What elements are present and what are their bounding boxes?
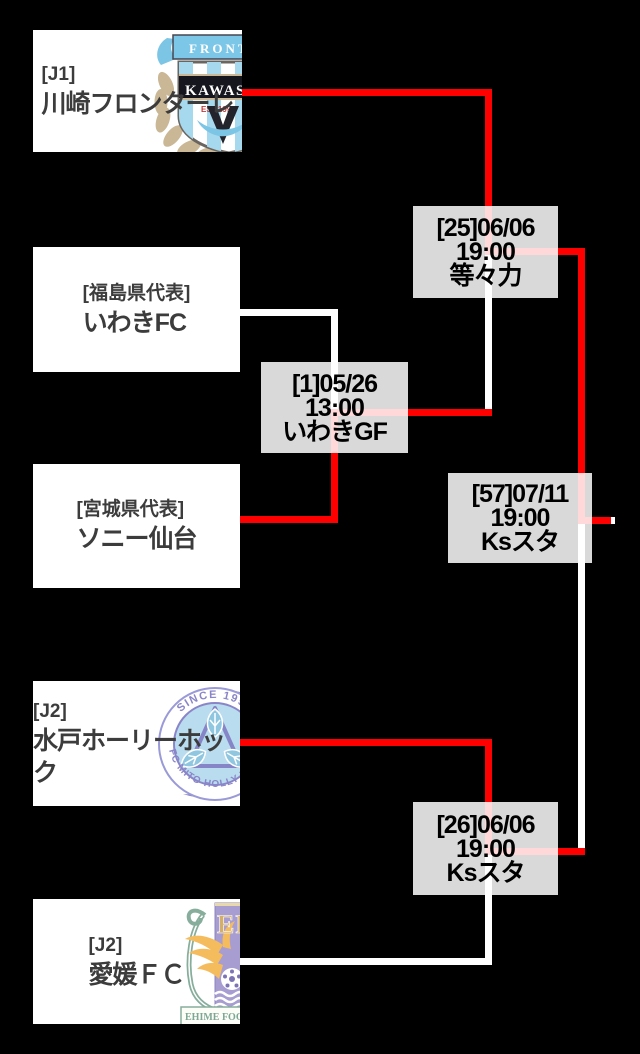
match-venue: Ksスタ: [446, 858, 526, 887]
eliminated-path-segment: [578, 517, 585, 848]
match-time: 13:00: [305, 393, 365, 422]
mito-hollyhock-logo: SINCE 1994 FC MITO HOLLY HOCK: [158, 687, 240, 801]
winner-path-segment: [485, 739, 492, 855]
match-code-date: [25]06/06: [436, 214, 535, 242]
team-category: [J2]: [33, 700, 67, 722]
winner-path-segment: [331, 409, 338, 523]
next-round-stub: [611, 517, 615, 524]
ehime-bottom-text: EHIME FOOTBA: [185, 1012, 240, 1023]
match-box-1: [1]05/26 13:00 いわきGF: [261, 362, 408, 453]
match-venue: いわきGF: [282, 417, 388, 446]
team-name: 水戸ホーリーホック: [33, 726, 226, 787]
team-name: いわきFC: [82, 308, 187, 337]
match-time: 19:00: [456, 238, 516, 266]
ehime-initials-text: EFC: [217, 910, 240, 939]
eliminated-path-segment: [240, 309, 338, 316]
eliminated-path-segment: [485, 248, 492, 416]
winner-path-segment: [242, 89, 492, 96]
winner-path-segment: [578, 517, 611, 524]
match-code-date: [57]07/11: [471, 480, 570, 508]
team-name: 川崎フロンターレ: [41, 90, 234, 118]
match-time: 19:00: [490, 504, 551, 532]
match-time: 19:00: [456, 834, 516, 863]
team-box-kawasaki-frontale: FRONTA KAWASA EST.1997 [J1] 川崎フロンターレ: [33, 30, 242, 152]
match-venue: 等々力: [449, 262, 522, 290]
team-name: 愛媛ＦＣ: [88, 960, 185, 989]
team-box-ehime-fc: EFC EHIME FOOTBA [J2] 愛媛ＦＣ: [33, 899, 240, 1024]
winner-path-segment: [240, 516, 338, 523]
kawasaki-band-text: KAWASA: [185, 83, 242, 99]
match-code-date: [1]05/26: [291, 369, 378, 398]
winner-path-segment: [578, 248, 585, 524]
team-category: [J2]: [88, 934, 123, 956]
team-box-sony-sendai: [宮城県代表] ソニー仙台: [33, 464, 240, 588]
team-box-iwaki-fc: [福島県代表] いわきFC: [33, 247, 240, 372]
eliminated-path-segment: [485, 848, 492, 965]
match-box-57: [57]07/11 19:00 Ksスタ: [448, 473, 592, 563]
team-box-mito-hollyhock: SINCE 1994 FC MITO HOLLY HOCK [J2] 水戸ホーリ…: [33, 681, 240, 806]
match-venue: Ksスタ: [481, 528, 560, 556]
winner-path-segment: [331, 409, 492, 416]
kawasaki-frontale-logo: FRONTA KAWASA EST.1997: [154, 34, 242, 152]
winner-path-segment: [240, 739, 492, 746]
kawasaki-est-text: EST.1997: [201, 105, 236, 114]
kawasaki-ribbon-text: FRONTA: [189, 41, 242, 56]
eliminated-path-segment: [240, 958, 492, 965]
match-code-date: [26]06/06: [436, 810, 535, 839]
team-category: [宮城県代表]: [76, 499, 185, 520]
team-category: [J1]: [41, 64, 76, 85]
winner-path-segment: [485, 89, 492, 255]
ehime-fc-logo: EFC EHIME FOOTBA: [180, 902, 240, 1024]
match-box-25: [25]06/06 19:00 等々力: [413, 206, 558, 298]
team-name: ソニー仙台: [76, 525, 197, 553]
match-box-26: [26]06/06 19:00 Ksスタ: [413, 802, 558, 895]
team-category: [福島県代表]: [82, 282, 191, 304]
